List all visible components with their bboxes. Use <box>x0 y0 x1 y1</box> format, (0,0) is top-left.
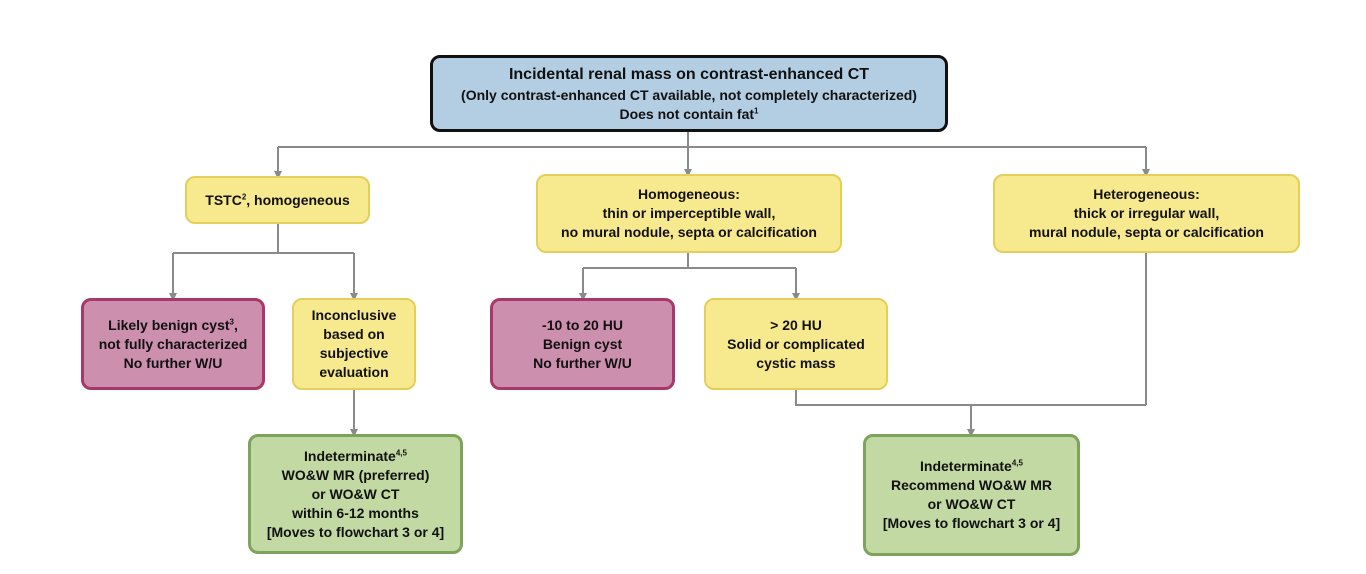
benign-hu-node: -10 to 20 HU Benign cyst No further W/U <box>490 298 675 390</box>
tstc-footnote: 2 <box>241 191 247 201</box>
inconclusive-line4: evaluation <box>319 364 389 380</box>
indeterminate-left-node: Indeterminate4,5 WO&W MR (preferred) or … <box>248 434 463 554</box>
indeterminate-left-line3: or WO&W CT <box>311 485 400 502</box>
benign-hu-line1: -10 to 20 HU <box>542 316 623 333</box>
likely-benign-node: Likely benign cyst3, not fully character… <box>81 298 265 390</box>
homogeneous-line1: Homogeneous: <box>638 186 740 202</box>
inconclusive-line3: subjective <box>319 345 389 361</box>
heterogeneous-node: Heterogeneous: thick or irregular wall, … <box>993 174 1300 253</box>
indeterminate-left-line4: within 6-12 months <box>292 504 419 521</box>
solid-line3: cystic mass <box>756 354 836 371</box>
likely-benign-line1: Likely benign cyst3, <box>108 316 238 333</box>
heterogeneous-line3: mural nodule, septa or calcification <box>1029 224 1264 240</box>
tstc-node: TSTC2, homogeneous <box>185 176 370 224</box>
homogeneous-line3: no mural nodule, septa or calcification <box>561 224 817 240</box>
indeterminate-left-footnote: 4,5 <box>395 447 407 457</box>
tstc-label: TSTC2, homogeneous <box>205 191 350 208</box>
likely-benign-footnote: 3 <box>229 316 234 326</box>
indeterminate-right-footnote: 4,5 <box>1011 458 1023 468</box>
root-fat-line: Does not contain fat1 <box>619 105 759 122</box>
solid-node: > 20 HU Solid or complicated cystic mass <box>704 298 888 390</box>
benign-hu-line2: Benign cyst <box>542 335 623 352</box>
indeterminate-left-line5: [Moves to flowchart 3 or 4] <box>266 523 445 540</box>
root-title: Incidental renal mass on contrast-enhanc… <box>508 65 870 83</box>
root-node: Incidental renal mass on contrast-enhanc… <box>430 55 948 132</box>
indeterminate-right-line3: or WO&W CT <box>927 496 1016 512</box>
inconclusive-node: Inconclusive based on subjective evaluat… <box>292 298 416 390</box>
indeterminate-right-line1: Indeterminate4,5 <box>920 458 1023 474</box>
root-footnote: 1 <box>754 105 759 115</box>
indeterminate-right-node: Indeterminate4,5 Recommend WO&W MR or WO… <box>863 434 1080 556</box>
heterogeneous-line1: Heterogeneous: <box>1093 186 1200 202</box>
root-subtitle: (Only contrast-enhanced CT available, no… <box>461 86 917 103</box>
solid-line1: > 20 HU <box>770 316 822 333</box>
indeterminate-left-line1: Indeterminate4,5 <box>304 447 407 464</box>
indeterminate-right-line4: [Moves to flowchart 3 or 4] <box>882 515 1061 531</box>
heterogeneous-line2: thick or irregular wall, <box>1073 205 1220 221</box>
likely-benign-line3: No further W/U <box>123 354 223 371</box>
homogeneous-line2: thin or imperceptible wall, <box>602 205 776 221</box>
indeterminate-left-line2: WO&W MR (preferred) <box>281 466 430 483</box>
indeterminate-right-line2: Recommend WO&W MR <box>891 477 1052 493</box>
solid-line2: Solid or complicated <box>727 335 865 352</box>
inconclusive-line2: based on <box>323 326 385 342</box>
benign-hu-line3: No further W/U <box>533 354 632 371</box>
homogeneous-node: Homogeneous: thin or imperceptible wall,… <box>536 174 842 253</box>
inconclusive-line1: Inconclusive <box>311 307 397 323</box>
connector-solid-to-merge <box>795 390 1146 406</box>
likely-benign-line2: not fully characterized <box>98 335 248 352</box>
